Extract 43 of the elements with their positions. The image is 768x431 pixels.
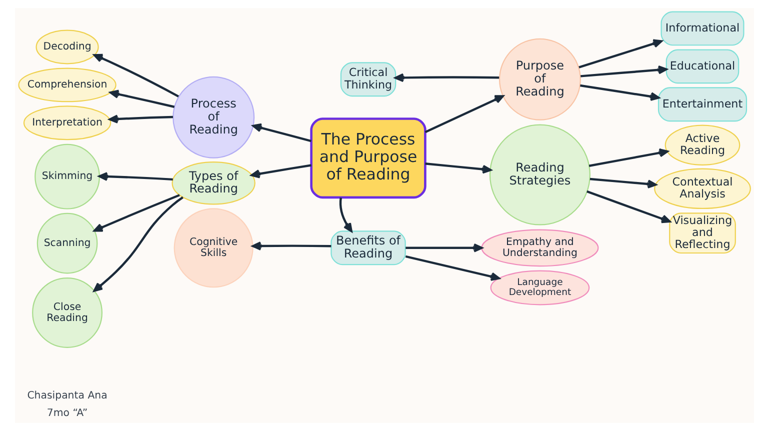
arrow — [252, 123, 311, 142]
arrow — [404, 255, 500, 281]
arrow — [586, 190, 670, 224]
arrow — [108, 114, 172, 124]
node-circle: Cognitive Skills — [173, 208, 253, 288]
arrow — [580, 65, 667, 78]
arrow — [588, 148, 668, 167]
label: 7mo “A” — [46, 408, 88, 420]
node-box: Benefits of Reading — [330, 230, 406, 266]
node-ellipse: Active Reading — [664, 124, 740, 166]
node-ellipse: Contextual Analysis — [654, 168, 750, 210]
node-circle: Scanning — [36, 212, 98, 274]
node-box: The Process and Purpose of Reading — [310, 118, 426, 199]
node-circle: Purpose of Reading — [498, 38, 580, 120]
arrow — [394, 73, 499, 82]
node-box: Educational — [665, 49, 739, 84]
arrow — [424, 162, 492, 174]
node-ellipse: Empathy and Understanding — [480, 229, 598, 267]
arrow — [92, 196, 183, 292]
arrow — [251, 242, 331, 250]
arrow — [109, 90, 174, 108]
node-box: Visualizing and Reflecting — [668, 212, 736, 254]
arrow — [424, 95, 504, 134]
arrow — [250, 164, 311, 178]
arrow — [93, 194, 180, 232]
node-box: Informational — [660, 11, 744, 46]
node-ellipse: Comprehension — [18, 68, 116, 102]
arrow — [589, 178, 656, 188]
node-box: Critical Thinking — [340, 62, 396, 97]
arrow — [578, 39, 662, 68]
node-box: Entertainment — [657, 87, 747, 122]
node-circle: Skimming — [34, 144, 100, 210]
arrow — [580, 84, 660, 101]
node-ellipse: Types of Reading — [171, 161, 255, 205]
arrow — [92, 54, 178, 98]
node-ellipse: Decoding — [35, 30, 98, 64]
arrow — [98, 172, 172, 181]
node-ellipse: Interpretation — [22, 106, 111, 140]
label: Chasipanta Ana — [26, 390, 107, 402]
node-circle: Reading Strategies — [488, 124, 590, 226]
arrow — [405, 243, 482, 252]
node-circle: Process of Reading — [172, 76, 254, 158]
arrow — [338, 198, 352, 232]
